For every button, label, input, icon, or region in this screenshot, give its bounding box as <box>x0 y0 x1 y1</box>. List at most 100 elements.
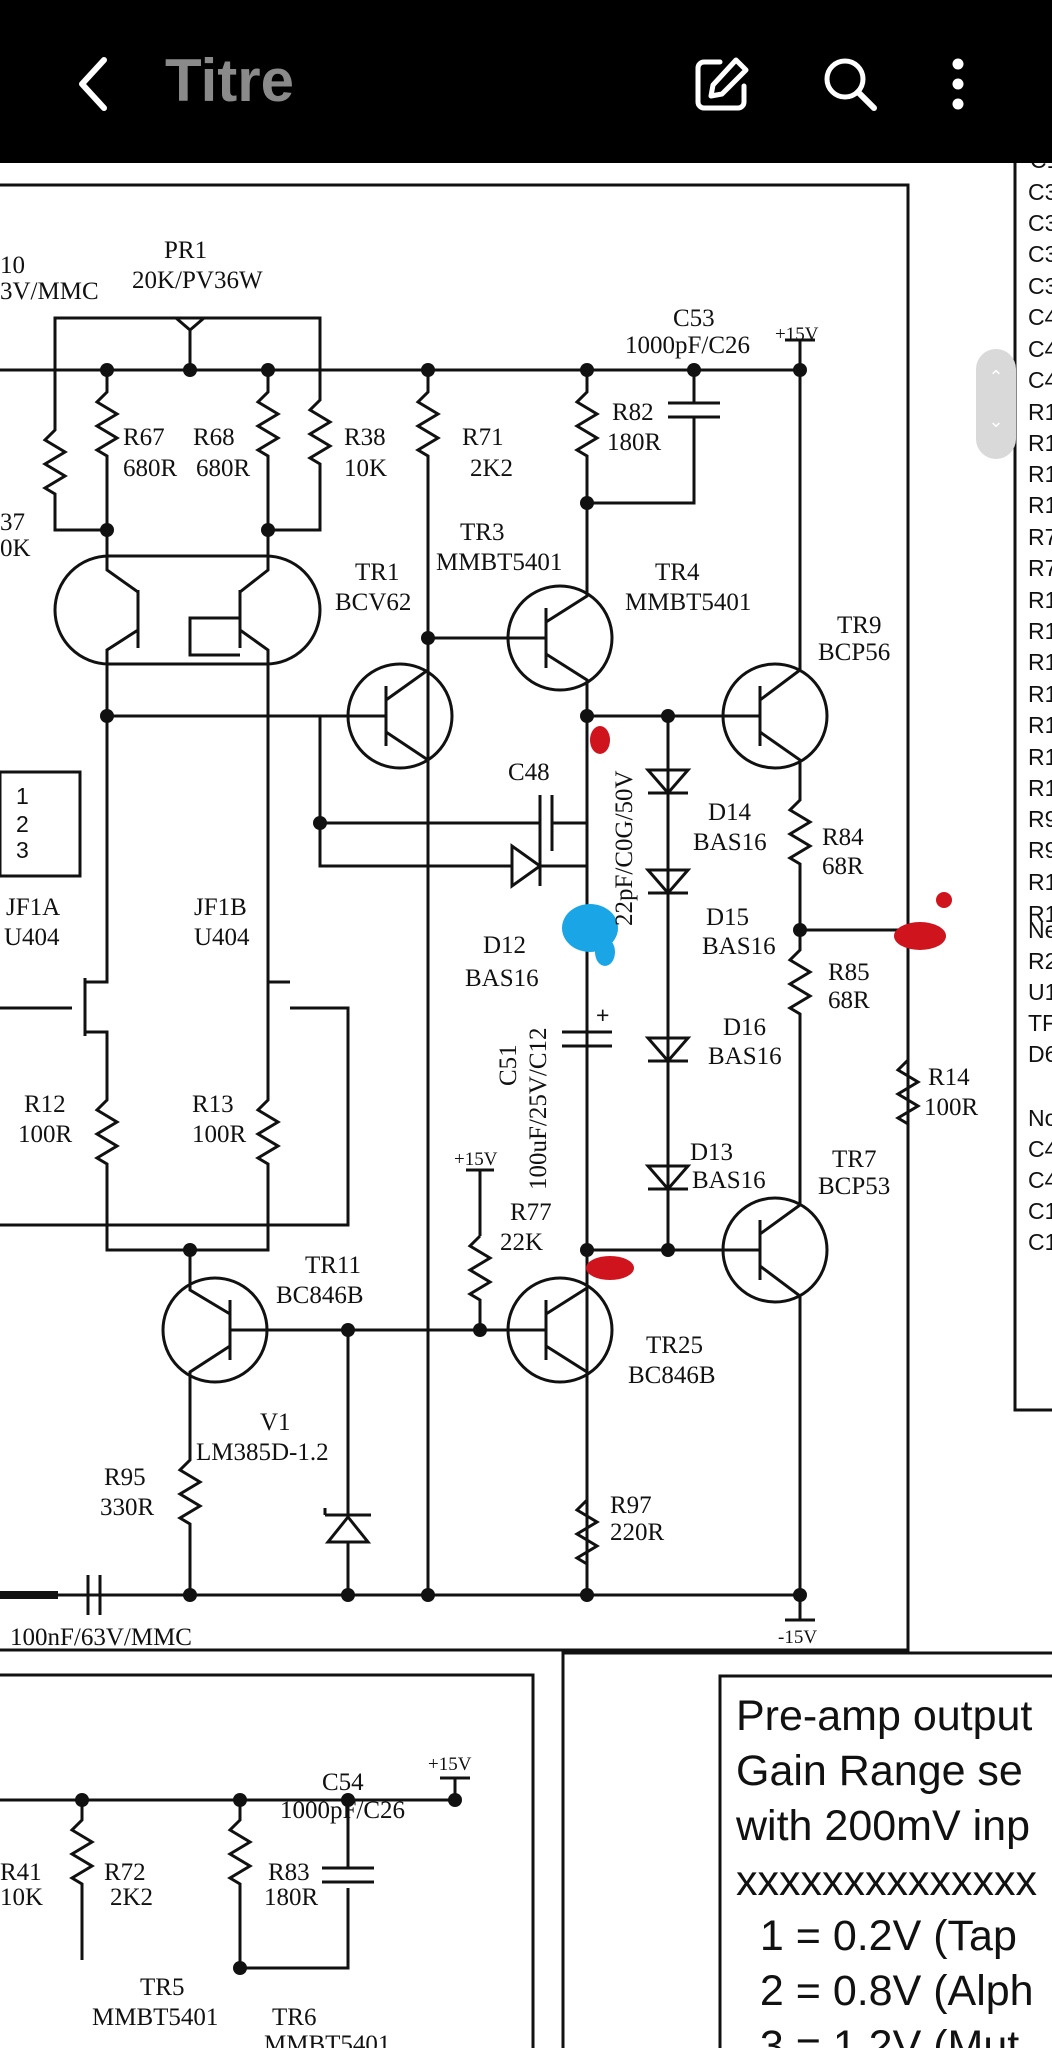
selector-3: 3 <box>16 837 29 863</box>
parts-list-item: D6 <box>1028 1041 1052 1067</box>
parts-list-item: R1 <box>1028 712 1052 738</box>
selector-1: 1 <box>16 783 29 809</box>
parts-list-item: R1 <box>1028 649 1052 675</box>
more-vert-icon <box>952 58 964 110</box>
selector-2: 2 <box>16 811 29 837</box>
label-tr11-value: BC846B <box>276 1282 364 1309</box>
label-r13-name: R13 <box>192 1091 234 1118</box>
label-r67-name: R67 <box>123 424 165 451</box>
red-mark <box>590 726 610 754</box>
parts-list-item: R1 <box>1028 399 1052 425</box>
label-d14-name: D14 <box>708 799 752 826</box>
label-d12-name: D12 <box>483 932 526 959</box>
label-tr4-value: MMBT5401 <box>625 589 751 616</box>
parts-list-item: C4 <box>1028 1136 1052 1162</box>
parts-list-item: R1 <box>1028 744 1052 770</box>
search-button[interactable] <box>818 52 882 116</box>
parts-list-item: R1 <box>1028 869 1052 895</box>
note-line: 1 = 0.2V (Tap <box>736 1912 1017 1960</box>
label-r97-name: R97 <box>610 1492 652 1519</box>
label-r85-value: 68R <box>828 987 870 1014</box>
label-tr6-value: MMBT5401 <box>264 2031 390 2048</box>
label-r82-name: R82 <box>612 399 654 426</box>
label-r84-name: R84 <box>822 824 864 851</box>
parts-list-item: C3 <box>1028 179 1052 205</box>
label-c48-name: C48 <box>508 759 550 786</box>
chevron-left-icon <box>79 57 107 111</box>
label-r37-value: 0K <box>0 535 31 562</box>
label-tr4-name: TR4 <box>655 559 700 586</box>
label-d15-value: BAS16 <box>702 933 776 960</box>
label-c-bottom: 100nF/63V/MMC <box>10 1624 192 1651</box>
label-r41-value: 10K <box>0 1884 43 1911</box>
parts-list-item: R2 <box>1028 948 1052 974</box>
label-c10-name: 10 <box>0 252 25 279</box>
label-tr9-value: BCP56 <box>818 639 890 666</box>
chevron-down-icon: ⌄ <box>988 411 1004 431</box>
label-r95-name: R95 <box>104 1464 146 1491</box>
red-mark <box>894 922 946 950</box>
label-d15-name: D15 <box>706 904 749 931</box>
note-line: 2 = 0.8V (Alph <box>736 1967 1034 2015</box>
label-c53-value: 1000pF/C26 <box>625 332 750 359</box>
parts-list-item: C4 <box>1028 1167 1052 1193</box>
label-jf1b-name: JF1B <box>194 894 247 921</box>
label-tr3-value: MMBT5401 <box>436 549 562 576</box>
parts-list-item: R1 <box>1028 618 1052 644</box>
parts-list-item: R1 <box>1028 461 1052 487</box>
parts-list: C1 C3 C3 C3 C3 C4 C4 C4 R1 R1 R1 R1 R7 R… <box>1028 163 1052 1255</box>
label-r71-name: R71 <box>462 424 504 451</box>
label-tr5-value: MMBT5401 <box>92 2004 218 2031</box>
label-jf1b-value: U404 <box>194 924 250 951</box>
label-d16-name: D16 <box>723 1014 766 1041</box>
label-rail-pos-top: +15V <box>775 324 819 345</box>
label-jf1a-name: JF1A <box>6 894 60 921</box>
label-r41-name: R41 <box>0 1859 42 1886</box>
note-line: Gain Range se <box>736 1747 1023 1795</box>
label-tr25-name: TR25 <box>646 1332 703 1359</box>
back-button[interactable] <box>70 52 120 116</box>
label-pr1-value: 20K/PV36W <box>132 267 263 294</box>
red-mark <box>586 1256 634 1280</box>
parts-list-item: R1 <box>1028 775 1052 801</box>
parts-list-item: R1 <box>1028 587 1052 613</box>
parts-list-item: R7 <box>1028 524 1052 550</box>
parts-list-item: Ne <box>1028 917 1052 943</box>
label-tr7-value: BCP53 <box>818 1173 890 1200</box>
label-r67-value: 680R <box>123 455 178 482</box>
label-r13-value: 100R <box>192 1121 247 1148</box>
label-r77-name: R77 <box>510 1199 552 1226</box>
label-jf1a-value: U404 <box>4 924 60 951</box>
label-d12-value: BAS16 <box>465 965 539 992</box>
parts-list-item: C3 <box>1028 241 1052 267</box>
document-viewer[interactable]: 10 3V/MMC PR1 20K/PV36W 37 0K R67 680R R… <box>0 163 1052 2048</box>
label-c53-name: C53 <box>673 305 715 332</box>
parts-list-item: C3 <box>1028 210 1052 236</box>
label-tr3-name: TR3 <box>460 519 504 546</box>
label-c51-name: C51 <box>495 1044 522 1086</box>
parts-list-item: R7 <box>1028 555 1052 581</box>
label-r38-name: R38 <box>344 424 386 451</box>
label-tr6-name: TR6 <box>272 2004 316 2031</box>
label-c51-plus: + <box>596 1002 609 1028</box>
label-r83-value: 180R <box>264 1884 319 1911</box>
label-r72-name: R72 <box>104 1859 146 1886</box>
label-rail-pos-lower: +15V <box>428 1754 472 1775</box>
parts-list-item: C1 <box>1030 163 1052 173</box>
label-rail-neg: -15V <box>778 1627 817 1648</box>
edit-button[interactable] <box>690 52 754 116</box>
schematic-drawing: 10 3V/MMC PR1 20K/PV36W 37 0K R67 680R R… <box>0 163 1052 2048</box>
scroll-handle[interactable]: ⌃ ⌄ <box>976 349 1016 459</box>
label-c54-name: C54 <box>322 1769 364 1796</box>
parts-list-item: R9 <box>1028 837 1052 863</box>
label-d13-value: BAS16 <box>692 1167 766 1194</box>
more-options-button[interactable] <box>926 52 990 116</box>
label-r97-value: 220R <box>610 1519 665 1546</box>
note-line: with 200mV inp <box>735 1802 1030 1850</box>
parts-list-item: C4 <box>1028 304 1052 330</box>
label-r14-value: 100R <box>924 1094 979 1121</box>
label-r71-value: 2K2 <box>470 455 513 482</box>
label-r72-value: 2K2 <box>110 1884 153 1911</box>
note-line: xxxxxxxxxxxxxx <box>736 1857 1038 1905</box>
label-tr1-value: BCV62 <box>335 589 411 616</box>
